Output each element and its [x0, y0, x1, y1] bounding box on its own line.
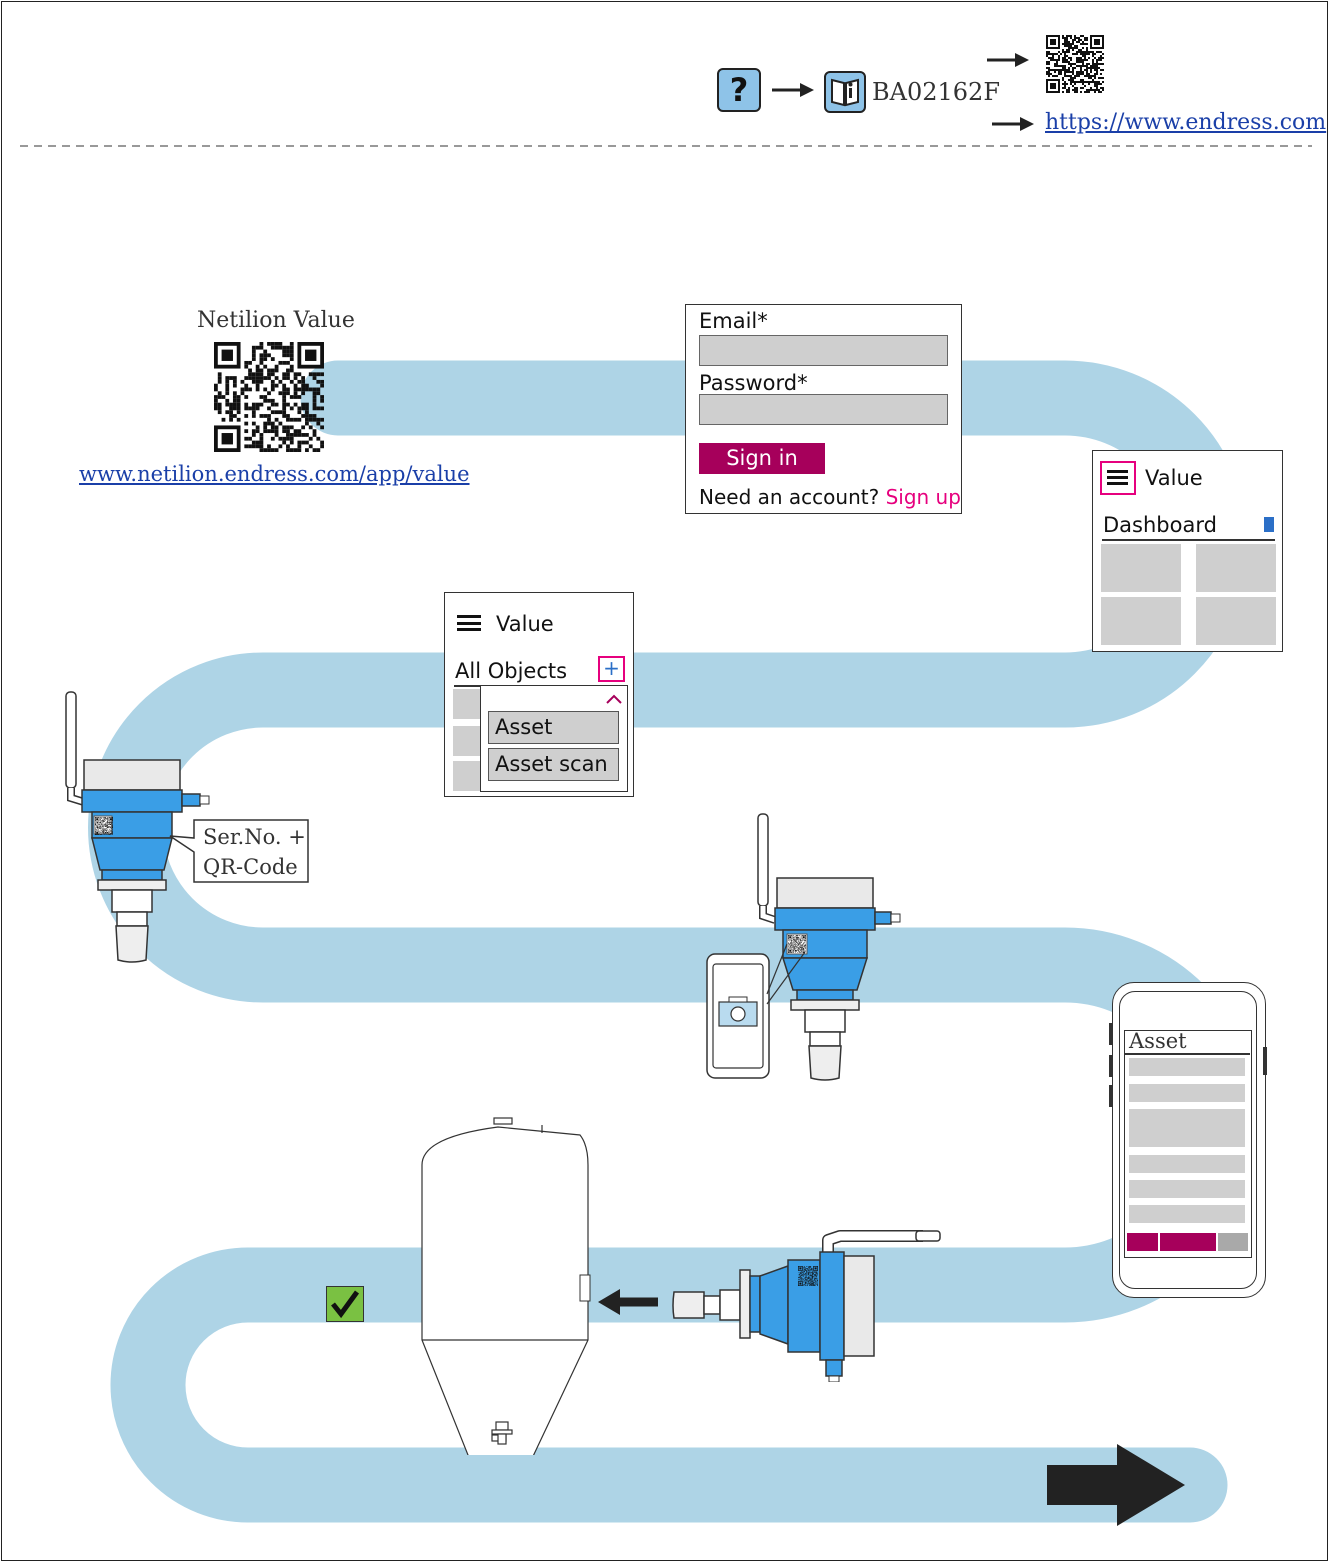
asset-screen: Asset	[1124, 1029, 1252, 1258]
phone-side-button	[1109, 1055, 1113, 1077]
objects-app-name: Value	[496, 612, 554, 636]
asset-action-button[interactable]	[1218, 1233, 1248, 1251]
silo-tank-icon	[421, 1117, 591, 1455]
list-placeholder	[453, 726, 481, 756]
menu-icon[interactable]	[457, 615, 481, 631]
list-placeholder	[453, 689, 481, 719]
sign-in-button[interactable]: Sign in	[699, 443, 825, 474]
asset-field	[1129, 1205, 1245, 1223]
callout-line-qr: QR-Code	[203, 855, 298, 879]
phone-side-button	[1263, 1047, 1267, 1075]
arrow-to-url-icon	[992, 117, 1034, 131]
list-placeholder	[453, 761, 481, 791]
callout-label: Ser.No. + QR-Code	[203, 822, 306, 882]
endress-url-link[interactable]: https://www.endress.com	[1045, 110, 1327, 135]
objects-section-title: All Objects	[455, 659, 568, 683]
asset-field	[1129, 1084, 1245, 1102]
qr-code-icon	[1046, 35, 1104, 93]
divider	[1125, 1053, 1250, 1055]
dashboard-app-name: Value	[1145, 466, 1203, 490]
add-dropdown-menu: Asset Asset scan	[480, 685, 628, 792]
radar-device-icon	[65, 691, 210, 963]
asset-action-button[interactable]	[1127, 1233, 1158, 1251]
menu-item-asset[interactable]: Asset	[488, 711, 619, 744]
dashboard-tile[interactable]	[1196, 597, 1276, 645]
device-qr-code-icon	[798, 1266, 818, 1286]
divider	[1102, 539, 1275, 541]
sign-up-link[interactable]: Sign up	[885, 485, 961, 509]
need-account-text: Need an account?	[699, 485, 880, 509]
device-scan-illustration	[706, 813, 901, 1081]
phone-side-button	[1109, 1085, 1113, 1107]
menu-item-asset-scan[interactable]: Asset scan	[488, 748, 619, 781]
objects-panel: Value All Objects + Asset Asset scan	[444, 592, 634, 797]
arrow-to-qr-icon	[987, 53, 1029, 67]
asset-field	[1129, 1058, 1245, 1076]
doc-code: BA02162F	[872, 78, 1000, 106]
app-url-link[interactable]: www.netilion.endress.com/app/value	[79, 462, 470, 486]
callout-line-serial: Ser.No. +	[203, 825, 306, 849]
phone-screen-bezel	[1119, 991, 1257, 1289]
asset-action-button[interactable]	[1160, 1233, 1216, 1251]
password-field[interactable]	[699, 394, 948, 425]
help-icon: ?	[717, 68, 761, 112]
mounted-device-icon	[672, 1230, 941, 1382]
arrow-left-icon	[598, 1289, 658, 1315]
tank-outlet	[491, 1421, 513, 1445]
app-qr-title: Netilion Value	[197, 308, 355, 333]
login-panel: Email* Password* Sign in Need an account…	[685, 304, 962, 514]
add-icon[interactable]: +	[598, 656, 625, 682]
phone-side-button	[1109, 1023, 1113, 1045]
asset-field	[1129, 1180, 1245, 1198]
dashboard-tile[interactable]	[1101, 544, 1181, 592]
app-qr-code-icon	[214, 342, 324, 452]
menu-icon[interactable]	[1100, 461, 1136, 495]
asset-title: Asset	[1129, 1029, 1187, 1053]
asset-field	[1129, 1155, 1245, 1173]
next-step-arrow-icon	[1047, 1444, 1185, 1526]
device-qr-code-icon	[95, 817, 113, 835]
checkmark-icon	[326, 1286, 364, 1322]
dashboard-tile[interactable]	[1196, 544, 1276, 592]
password-label: Password*	[699, 371, 808, 395]
callout-box	[169, 819, 309, 883]
asset-field	[1129, 1109, 1245, 1147]
arrow-right-icon	[772, 83, 814, 97]
dashboard-tile[interactable]	[1101, 597, 1181, 645]
manual-book-icon	[824, 71, 866, 113]
dashboard-section-title: Dashboard	[1103, 513, 1217, 537]
device-qr-code-icon	[788, 935, 806, 953]
chevron-up-icon[interactable]	[606, 694, 622, 704]
email-field[interactable]	[699, 335, 948, 366]
bookmark-icon[interactable]	[1264, 517, 1274, 532]
email-label: Email*	[699, 309, 768, 333]
dashboard-panel: Value Dashboard	[1092, 450, 1283, 652]
